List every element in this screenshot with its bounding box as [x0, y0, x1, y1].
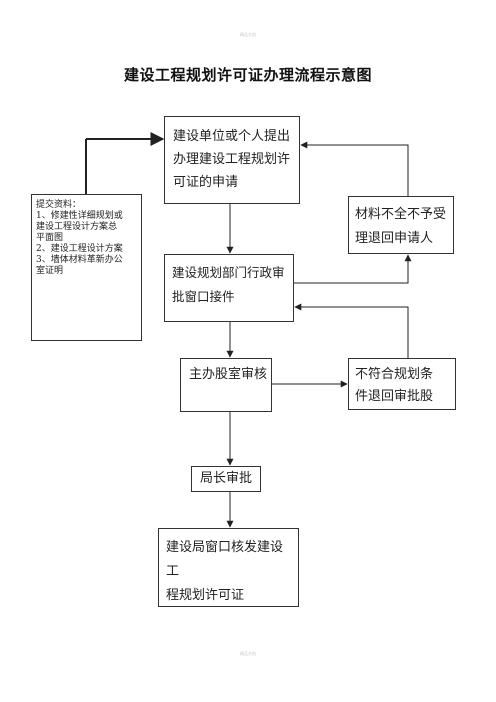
materials-item: 建设工程设计方案总: [36, 222, 118, 232]
node-return-nonconform-line-1: 不符合规划条: [355, 367, 434, 382]
materials-item: 室证明: [36, 266, 64, 276]
node-section-review-line-1: 主办股室审核: [189, 367, 268, 382]
node-apply-line-3: 可证的申请: [173, 175, 239, 190]
node-director-approve-line-1: 局长审批: [199, 471, 252, 486]
materials-item: 3、墙体材料革新办公: [36, 255, 123, 265]
node-apply-line-2: 办理建设工程规划许: [173, 152, 291, 167]
materials-heading: 提交资料：: [36, 200, 82, 210]
node-return-incomplete-line-1: 材料不全不予受: [355, 207, 447, 222]
node-issue-permit-line-2: 程规划许可证: [166, 588, 245, 603]
node-window-receive-line-1: 建设规划部门行政审: [172, 265, 285, 280]
materials-item: 2、建设工程设计方案: [36, 244, 123, 254]
node-return-nonconform: 不符合规划条 件退回审批股: [348, 358, 456, 410]
page-title: 建设工程规划许可证办理流程示意图: [123, 66, 372, 84]
node-return-incomplete-line-2: 理退回申请人: [355, 231, 434, 246]
node-issue-permit-line-1: 建设局窗口核发建设工: [166, 540, 284, 579]
node-window-receive-line-2: 批窗口接件: [172, 289, 235, 304]
node-window-receive: 建设规划部门行政审 批窗口接件: [164, 254, 294, 322]
node-apply-line-1: 建设单位或个人提出: [173, 129, 291, 144]
node-return-nonconform-line-2: 件退回审批股: [355, 389, 434, 404]
arrow-nonconform-to-window: [294, 303, 409, 358]
materials-item: 1、修建性详细规划或: [36, 211, 123, 221]
node-director-approve: 局长审批: [191, 466, 261, 492]
node-return-incomplete: 材料不全不予受 理退回申请人: [348, 196, 454, 254]
node-issue-permit: 建设局窗口核发建设工 程规划许可证: [158, 528, 299, 607]
node-section-review: 主办股室审核: [180, 358, 272, 412]
page-footer: 精品文档: [240, 651, 256, 656]
arrow-return-to-apply: [300, 141, 409, 196]
page-header: 精品文档: [240, 32, 256, 37]
node-apply: 建设单位或个人提出 办理建设工程规划许 可证的申请: [164, 116, 300, 204]
materials-box: 提交资料： 1、修建性详细规划或 建设工程设计方案总 平面图 2、建设工程设计方…: [31, 194, 142, 341]
materials-item: 平面图: [36, 233, 64, 243]
arrow-window-to-return: [294, 254, 412, 284]
